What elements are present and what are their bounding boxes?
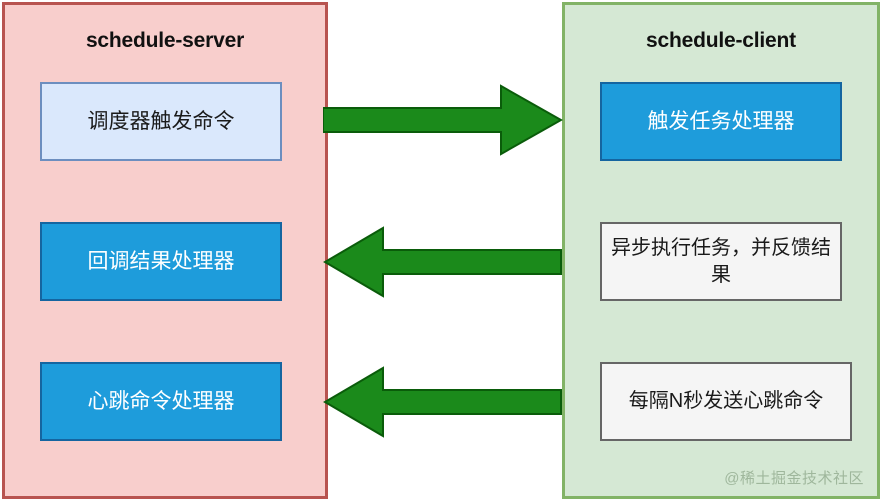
box-trigger-task-handler-label: 触发任务处理器 bbox=[647, 109, 795, 133]
box-scheduler-trigger-label: 调度器触发命令 bbox=[87, 109, 235, 133]
arrow-left-heartbeat-icon bbox=[323, 362, 563, 442]
box-send-heartbeat-command[interactable]: 每隔N秒发送心跳命令 bbox=[600, 362, 852, 441]
box-heartbeat-command-handler-label: 心跳命令处理器 bbox=[87, 389, 235, 413]
panel-title-schedule-server: schedule-server bbox=[85, 29, 245, 52]
arrow-left-callback-icon bbox=[323, 222, 563, 302]
watermark: @稀土掘金技术社区 bbox=[724, 470, 864, 487]
box-send-heartbeat-command-label: 每隔N秒发送心跳命令 bbox=[628, 390, 824, 413]
box-scheduler-trigger[interactable]: 调度器触发命令 bbox=[40, 82, 282, 161]
panel-title-schedule-client: schedule-client bbox=[646, 29, 796, 52]
box-callback-result-handler[interactable]: 回调结果处理器 bbox=[40, 222, 282, 301]
box-trigger-task-handler[interactable]: 触发任务处理器 bbox=[600, 82, 842, 161]
box-async-execute-task[interactable]: 异步执行任务，并反馈结果 bbox=[600, 222, 842, 301]
box-async-execute-task-label: 异步执行任务，并反馈结果 bbox=[611, 237, 831, 286]
arrow-right-trigger-icon bbox=[323, 80, 563, 160]
box-heartbeat-command-handler[interactable]: 心跳命令处理器 bbox=[40, 362, 282, 441]
box-callback-result-handler-label: 回调结果处理器 bbox=[87, 249, 235, 273]
